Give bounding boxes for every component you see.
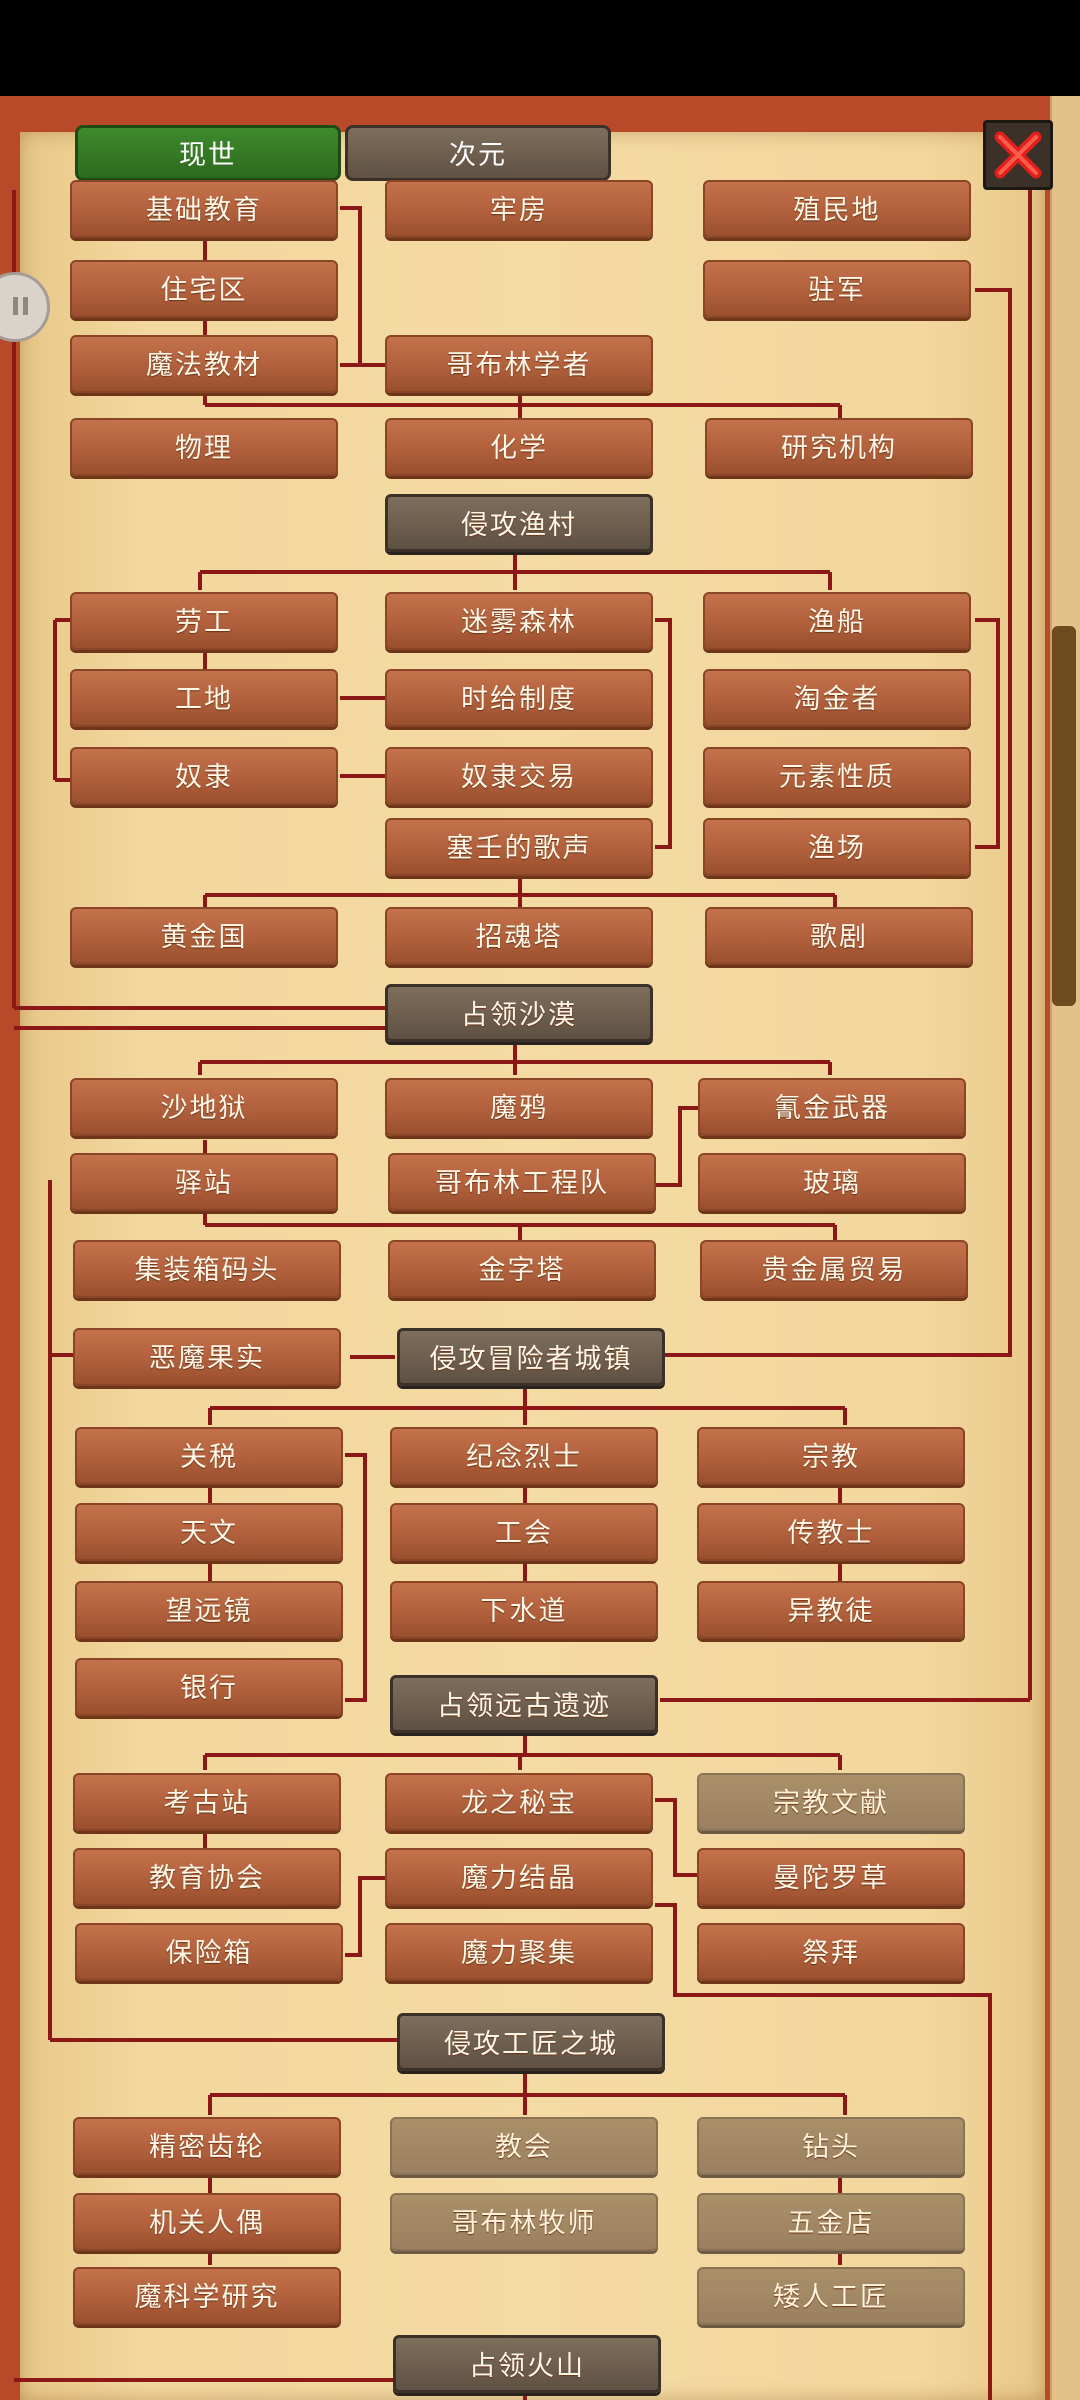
tech-node[interactable]: 曼陀罗草 [697,1848,965,1906]
tech-node[interactable]: 化学 [385,418,653,476]
tech-node[interactable]: 劳工 [70,592,338,650]
tech-node[interactable]: 魔力结晶 [385,1848,653,1906]
pause-handle-icon [13,297,28,315]
tech-node[interactable]: 祭拜 [697,1923,965,1981]
stage-node[interactable]: 侵攻冒险者城镇 [397,1328,665,1386]
tech-node[interactable]: 下水道 [390,1581,658,1639]
tech-node[interactable]: 招魂塔 [385,907,653,965]
tech-node[interactable]: 传教士 [697,1503,965,1561]
tech-node[interactable]: 工会 [390,1503,658,1561]
scrollbar-thumb[interactable] [1052,626,1076,1006]
tech-node[interactable]: 金字塔 [388,1240,656,1298]
tech-node[interactable]: 元素性质 [703,747,971,805]
tech-node[interactable]: 机关人偶 [73,2193,341,2251]
stage-node[interactable]: 侵攻渔村 [385,494,653,552]
tech-node[interactable]: 哥布林工程队 [388,1153,656,1211]
tech-node[interactable]: 奴隶交易 [385,747,653,805]
tech-node[interactable]: 魔法教材 [70,335,338,393]
tech-node-locked[interactable]: 哥布林牧师 [390,2193,658,2251]
tech-node[interactable]: 驻军 [703,260,971,318]
status-bar [0,0,1080,96]
stage-node[interactable]: 占领沙漠 [385,984,653,1042]
tech-node[interactable]: 研究机构 [705,418,973,476]
tech-node[interactable]: 魔科学研究 [73,2267,341,2325]
tech-node[interactable]: 奴隶 [70,747,338,805]
tech-node[interactable]: 物理 [70,418,338,476]
tech-node[interactable]: 精密齿轮 [73,2117,341,2175]
stage-node[interactable]: 占领远古遗迹 [390,1675,658,1733]
scrollbar-track[interactable] [1050,96,1080,2400]
tech-node[interactable]: 沙地狱 [70,1078,338,1136]
tech-node[interactable]: 恶魔果实 [73,1328,341,1386]
tech-node[interactable]: 考古站 [73,1773,341,1831]
tech-node[interactable]: 保险箱 [75,1923,343,1981]
tech-node[interactable]: 宗教 [697,1427,965,1485]
tech-node[interactable]: 渔船 [703,592,971,650]
tech-node[interactable]: 集装箱码头 [73,1240,341,1298]
close-x-icon [994,131,1042,179]
tech-node[interactable]: 基础教育 [70,180,338,238]
tech-node-locked[interactable]: 矮人工匠 [697,2267,965,2325]
tech-node[interactable]: 迷雾森林 [385,592,653,650]
tech-node[interactable]: 淘金者 [703,669,971,727]
tab-dimension[interactable]: 次元 [345,125,611,181]
tech-node[interactable]: 牢房 [385,180,653,238]
tech-node[interactable]: 异教徒 [697,1581,965,1639]
tech-node[interactable]: 黄金国 [70,907,338,965]
tech-node[interactable]: 塞壬的歌声 [385,818,653,876]
tech-node[interactable]: 驿站 [70,1153,338,1211]
tech-node[interactable]: 工地 [70,669,338,727]
tech-node[interactable]: 龙之秘宝 [385,1773,653,1831]
tech-node[interactable]: 魔力聚集 [385,1923,653,1981]
tech-node[interactable]: 关税 [75,1427,343,1485]
tech-node[interactable]: 魔鸦 [385,1078,653,1136]
tech-node[interactable]: 望远镜 [75,1581,343,1639]
tab-present-world[interactable]: 现世 [75,125,341,181]
tech-node[interactable]: 渔场 [703,818,971,876]
stage-node[interactable]: 占领火山 [393,2335,661,2393]
side-handle[interactable] [0,272,50,342]
tech-node-locked[interactable]: 钻头 [697,2117,965,2175]
tech-node-locked[interactable]: 宗教文献 [697,1773,965,1831]
tech-node[interactable]: 氰金武器 [698,1078,966,1136]
tech-node[interactable]: 玻璃 [698,1153,966,1211]
tech-node[interactable]: 天文 [75,1503,343,1561]
tech-node[interactable]: 纪念烈士 [390,1427,658,1485]
tech-node[interactable]: 住宅区 [70,260,338,318]
tech-node-locked[interactable]: 五金店 [697,2193,965,2251]
tech-node[interactable]: 歌剧 [705,907,973,965]
tech-node[interactable]: 贵金属贸易 [700,1240,968,1298]
stage-node[interactable]: 侵攻工匠之城 [397,2013,665,2071]
tech-node[interactable]: 时给制度 [385,669,653,727]
tech-node[interactable]: 教育协会 [73,1848,341,1906]
tech-node-locked[interactable]: 教会 [390,2117,658,2175]
tech-node[interactable]: 银行 [75,1658,343,1716]
tech-node[interactable]: 哥布林学者 [385,335,653,393]
tech-node[interactable]: 殖民地 [703,180,971,238]
close-button[interactable] [983,120,1053,190]
